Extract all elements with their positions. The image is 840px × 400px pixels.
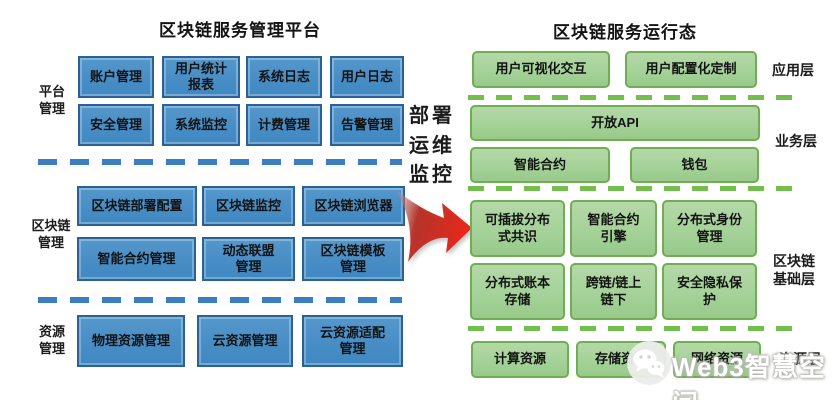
dashed-divider-green-3 xyxy=(468,326,800,331)
physical-resource-management-box: 物理资源管理 xyxy=(77,315,185,367)
smart-contract-box: 智能合约 xyxy=(470,147,610,183)
blockchain-template-management-box: 区块链模板 管理 xyxy=(302,237,404,281)
business-layer-label: 业务层 xyxy=(775,133,817,149)
blockchain-base-layer-label: 区块链 基础层 xyxy=(773,253,815,288)
user-log-box: 用户日志 xyxy=(330,56,404,98)
dashed-divider-green-1 xyxy=(468,95,800,100)
pluggable-consensus-box: 可插拔分布 式共识 xyxy=(470,200,565,257)
system-log-box: 系统日志 xyxy=(246,56,322,98)
open-api-box: 开放API xyxy=(470,105,760,141)
wechat-icon xyxy=(627,341,671,385)
smart-contract-management-box: 智能合约管理 xyxy=(77,237,196,281)
blockchain-deploy-config-box: 区块链部署配置 xyxy=(77,186,197,226)
system-monitoring-box: 系统监控 xyxy=(162,104,240,146)
cloud-resource-management-box: 云资源管理 xyxy=(197,315,293,367)
dashed-divider-blue-2 xyxy=(38,297,402,303)
billing-management-box: 计费管理 xyxy=(246,104,322,146)
flow-arrow-icon xyxy=(396,190,472,262)
compute-resource-box: 计算资源 xyxy=(471,341,569,378)
user-stats-report-box: 用户统计 报表 xyxy=(162,56,240,98)
security-management-box: 安全管理 xyxy=(78,104,154,146)
cloud-resource-adaptation-box: 云资源适配 管理 xyxy=(302,315,403,367)
cross-chain-box: 跨链/链上 链下 xyxy=(570,263,657,320)
left-panel-title: 区块链服务管理平台 xyxy=(159,21,321,40)
user-visual-interaction-box: 用户可视化交互 xyxy=(472,51,610,88)
dynamic-alliance-management-box: 动态联盟 管理 xyxy=(202,237,295,281)
dashed-divider-blue-1 xyxy=(38,159,402,165)
deploy-ops-monitor-label: 部署 运维 监控 xyxy=(409,105,455,187)
blockchain-monitoring-box: 区块链监控 xyxy=(202,186,295,226)
watermark-text: Web3智慧空间 xyxy=(672,352,826,400)
resource-management-label: 资源 管理 xyxy=(38,324,65,356)
platform-management-label: 平台 管理 xyxy=(38,84,65,116)
alert-management-box: 告警管理 xyxy=(330,104,404,146)
smart-contract-engine-box: 智能合约 引擎 xyxy=(570,200,657,257)
blockchain-browser-box: 区块链浏览器 xyxy=(302,186,405,226)
blockchain-management-label: 区块链 管理 xyxy=(31,218,71,250)
wallet-box: 钱包 xyxy=(630,147,759,183)
network-resource-box: 网络资源 xyxy=(673,341,761,378)
user-config-customization-box: 用户配置化定制 xyxy=(625,51,757,88)
distributed-identity-box: 分布式身份 管理 xyxy=(662,200,757,257)
resource-layer-label: 资源层 xyxy=(779,351,821,367)
account-management-box: 账户管理 xyxy=(78,56,154,98)
app-layer-label: 应用层 xyxy=(772,62,814,78)
right-panel-title: 区块链服务运行态 xyxy=(553,23,697,42)
security-privacy-box: 安全隐私保 护 xyxy=(662,263,757,320)
dashed-divider-green-2 xyxy=(468,186,800,191)
distributed-ledger-storage-box: 分布式账本 存储 xyxy=(470,263,565,320)
